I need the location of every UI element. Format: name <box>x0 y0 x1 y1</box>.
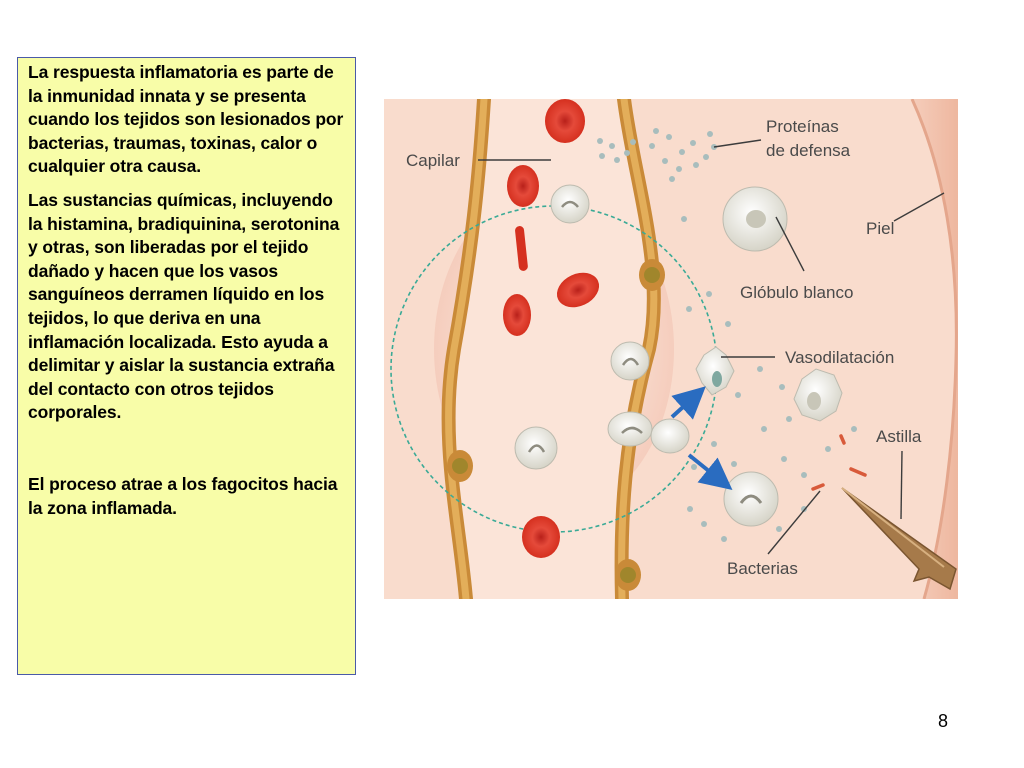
skin-edge <box>910 99 958 599</box>
white-cells-capillary <box>514 184 690 470</box>
leader-lines <box>478 139 945 555</box>
paragraph-phagocytes: El proceso atrae a los fagocitos hacia l… <box>28 473 338 518</box>
capillary-lumen <box>448 99 654 599</box>
splinter <box>841 487 957 591</box>
label-proteinas-l1: Proteínas <box>766 117 839 136</box>
text-box: La respuesta inflamatoria es parte de la… <box>17 57 356 675</box>
capillary-wall-right-highlight <box>618 99 658 599</box>
label-globulo: Glóbulo blanco <box>740 283 853 302</box>
paragraph-inflammatory-response: La respuesta inflamatoria es parte de la… <box>28 62 344 177</box>
amoeboid-cell <box>695 346 735 396</box>
skin-layer <box>912 99 958 599</box>
page-number: 8 <box>938 711 949 731</box>
migration-arrow-down <box>687 453 733 491</box>
bacteria <box>811 434 867 491</box>
capillary-wall-left-highlight <box>445 99 488 599</box>
label-proteinas-l2: de defensa <box>766 141 851 160</box>
defense-proteins <box>597 128 857 542</box>
white-cells-tissue <box>695 186 843 527</box>
label-vasodilatacion: Vasodilatación <box>785 348 894 367</box>
label-piel: Piel <box>866 219 894 238</box>
label-astilla: Astilla <box>876 427 922 446</box>
label-bacterias: Bacterias <box>727 559 798 578</box>
paragraph-chemical-substances: Las sustancias químicas, incluyendo la h… <box>28 189 340 423</box>
inflammation-diagram: Capilar Proteínas de defensa Piel Glóbul… <box>384 99 958 599</box>
red-blood-cells <box>503 99 600 558</box>
label-capilar: Capilar <box>406 151 460 170</box>
endothelial-nuclei <box>447 259 665 591</box>
migration-arrow-up <box>670 386 706 420</box>
